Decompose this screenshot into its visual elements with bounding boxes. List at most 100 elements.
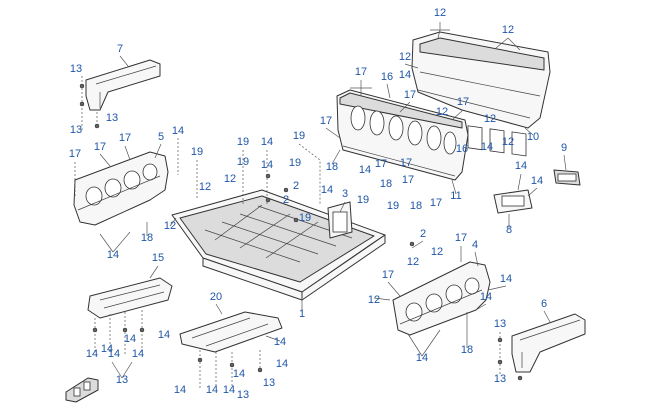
right-corner-cap xyxy=(511,313,586,373)
callout-c3: 3 xyxy=(342,188,348,200)
callout-c14d: 14 xyxy=(172,125,184,137)
callout-c14k: 14 xyxy=(500,273,512,285)
callout-c16b: 16 xyxy=(456,143,468,155)
callout-c14j: 14 xyxy=(531,175,543,187)
leader-lines xyxy=(74,22,567,388)
callout-c4: 4 xyxy=(472,239,478,251)
callout-c17b: 17 xyxy=(404,89,416,101)
left-corner-cap xyxy=(85,59,161,111)
callout-c18a: 18 xyxy=(326,161,338,173)
callout-c16a: 16 xyxy=(381,71,393,83)
callout-c13c: 13 xyxy=(70,124,82,136)
callout-c12d: 12 xyxy=(436,106,448,118)
callout-c14y: 14 xyxy=(223,384,235,396)
callout-c12l: 12 xyxy=(368,294,380,306)
callout-c19a: 19 xyxy=(357,194,369,206)
callout-c17j: 17 xyxy=(94,141,106,153)
callout-c14o: 14 xyxy=(124,333,136,345)
left-floor-cover xyxy=(87,277,173,319)
callout-c20: 20 xyxy=(210,291,222,303)
callout-c14n: 14 xyxy=(158,329,170,341)
callout-c14q: 14 xyxy=(86,348,98,360)
callout-c12g: 12 xyxy=(224,173,236,185)
callout-c17k: 17 xyxy=(119,132,131,144)
callout-c19c: 19 xyxy=(191,146,203,158)
callout-c13b: 13 xyxy=(106,112,118,124)
callout-c14c: 14 xyxy=(359,164,371,176)
callout-c14s: 14 xyxy=(132,348,144,360)
callout-c17e: 17 xyxy=(375,158,387,170)
latch-handle xyxy=(493,169,581,214)
left-side-rail xyxy=(73,151,169,226)
callout-c18d: 18 xyxy=(141,232,153,244)
callout-c17a: 17 xyxy=(355,66,367,78)
callout-c8: 8 xyxy=(506,224,512,236)
callout-c17c: 17 xyxy=(457,96,469,108)
callout-c13d: 13 xyxy=(116,374,128,386)
callout-c12h: 12 xyxy=(199,181,211,193)
callout-c14v: 14 xyxy=(233,368,245,380)
callout-c13f: 13 xyxy=(263,377,275,389)
callout-c13g: 13 xyxy=(494,318,506,330)
callout-c12e: 12 xyxy=(484,113,496,125)
callout-c2b: 2 xyxy=(283,194,289,206)
callout-c2c: 2 xyxy=(420,228,426,240)
callout-c17f: 17 xyxy=(400,157,412,169)
callout-c7: 7 xyxy=(117,43,123,55)
callout-c11: 11 xyxy=(450,190,461,202)
callout-c12c: 12 xyxy=(399,51,411,63)
callout-c19h: 19 xyxy=(299,212,311,224)
callout-c13a: 13 xyxy=(70,63,82,75)
callout-c14i: 14 xyxy=(515,160,527,172)
callout-c17d: 17 xyxy=(320,115,332,127)
callout-c14a: 14 xyxy=(399,69,411,81)
callout-c13h: 13 xyxy=(494,373,506,385)
callout-c9: 9 xyxy=(561,142,567,154)
callout-c14f: 14 xyxy=(261,159,273,171)
callout-c14m: 14 xyxy=(416,352,428,364)
callout-c14g: 14 xyxy=(321,184,333,196)
callout-c14w: 14 xyxy=(174,384,186,396)
bottom-left-bracket xyxy=(65,377,99,403)
callout-c10: 10 xyxy=(527,131,539,143)
callout-c12j: 12 xyxy=(431,246,443,258)
front-wall-panel xyxy=(336,89,469,181)
callout-c14h: 14 xyxy=(107,249,119,261)
callout-c12i: 12 xyxy=(164,220,176,232)
callout-c17i: 17 xyxy=(69,148,81,160)
callout-c5: 5 xyxy=(158,131,164,143)
callout-c14l: 14 xyxy=(480,291,492,303)
right-side-rail xyxy=(392,261,491,336)
callout-c14x: 14 xyxy=(206,384,218,396)
callout-c18e: 18 xyxy=(461,344,473,356)
callout-c18c: 18 xyxy=(410,200,422,212)
callout-c12a: 12 xyxy=(434,7,446,19)
callout-c17l: 17 xyxy=(455,232,467,244)
callout-c15: 15 xyxy=(152,252,164,264)
callout-c14b: 14 xyxy=(481,141,493,153)
callout-c19g: 19 xyxy=(289,157,301,169)
callout-c17m: 17 xyxy=(382,269,394,281)
callout-c14t: 14 xyxy=(274,336,286,348)
callout-c18b: 18 xyxy=(380,178,392,190)
callout-c6: 6 xyxy=(541,298,547,310)
callout-c12b: 12 xyxy=(502,24,514,36)
callout-c14p: 14 xyxy=(101,343,113,355)
callout-c17g: 17 xyxy=(402,174,414,186)
fasteners xyxy=(79,83,523,381)
callout-c19b: 19 xyxy=(387,200,399,212)
callout-c12f: 12 xyxy=(502,136,514,148)
callout-c13e: 13 xyxy=(237,389,249,401)
callout-c19d: 19 xyxy=(237,136,249,148)
callout-c1: 1 xyxy=(299,308,305,320)
callout-c14r: 14 xyxy=(108,348,120,360)
callout-c17h: 17 xyxy=(430,197,442,209)
callout-c19e: 19 xyxy=(293,130,305,142)
callout-c14e: 14 xyxy=(261,136,273,148)
callout-c12k: 12 xyxy=(407,256,419,268)
center-floor-cover xyxy=(179,311,283,353)
callout-c2a: 2 xyxy=(293,180,299,192)
